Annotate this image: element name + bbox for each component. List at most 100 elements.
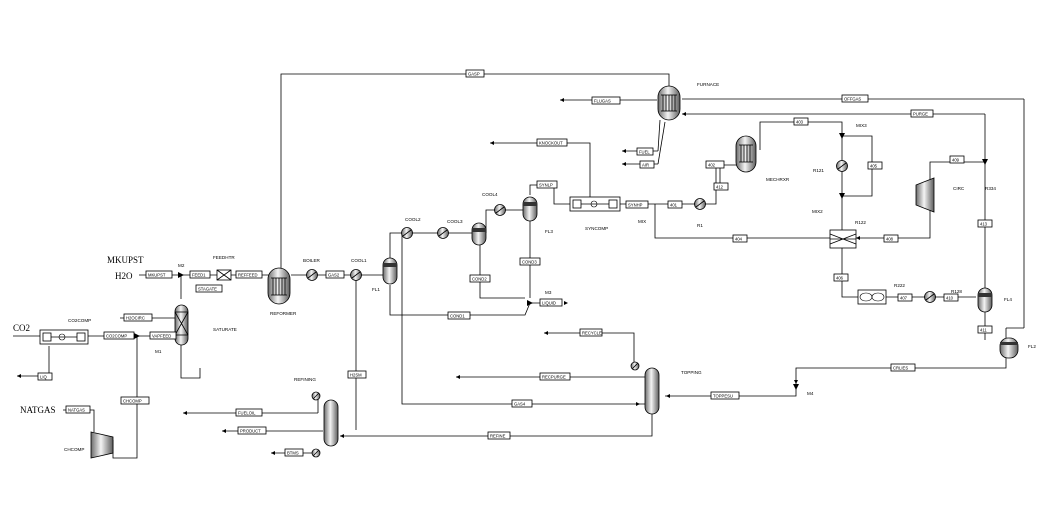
chcomp-label: CHCOMP (64, 447, 84, 452)
cool2-heater[interactable] (401, 227, 413, 239)
stream-product: PRODUCT (240, 429, 261, 434)
r334-label: R334 (985, 186, 996, 191)
stream-410: 410 (946, 296, 954, 301)
cool1-heater[interactable] (350, 269, 362, 281)
mechrxr-unit[interactable] (735, 135, 757, 173)
fl1-label: FL1 (372, 287, 380, 292)
stream-h2ocirc: H2OCIRC (126, 316, 145, 321)
stream-purge: PURGE (913, 112, 928, 117)
stream-412: 412 (716, 185, 724, 190)
r334-splitter[interactable] (982, 159, 988, 165)
r121-heater[interactable] (836, 160, 848, 172)
stream-fueloil: FUELOIL (238, 411, 256, 416)
r122-exchanger[interactable] (829, 229, 857, 249)
stream-btms: BTMS (287, 451, 299, 456)
cool1-label: COOL1 (351, 258, 367, 263)
topping-label: TOPPING (681, 370, 702, 375)
reformer-unit[interactable] (267, 267, 291, 305)
boiler-heater[interactable] (306, 269, 318, 281)
stream-407: 407 (900, 296, 908, 301)
stream-reffeed: REFFEED (238, 273, 258, 278)
cool3-heater[interactable] (437, 227, 449, 239)
furnace-unit[interactable] (657, 85, 681, 121)
stream-crlies: CRLIES (893, 366, 908, 371)
stream-recycle: RECYCLE (582, 331, 602, 336)
co2comp-label: CO2COMP (68, 318, 91, 323)
fl2-flash[interactable] (471, 222, 487, 246)
stream-cond1: COND1 (450, 314, 465, 319)
topping-column[interactable] (644, 367, 660, 415)
stream-cond2: COND2 (472, 277, 487, 282)
mix2-mixer[interactable] (839, 193, 845, 199)
fl3-flash[interactable] (522, 196, 538, 222)
stream-gas4: GAS4 (514, 402, 526, 407)
mix3-label: MIX3 (856, 123, 867, 128)
fl5-flash[interactable] (999, 337, 1019, 359)
stream-405: 405 (870, 164, 878, 169)
stream-flugas: FLUGAS (594, 99, 611, 104)
feedhtr-exchanger[interactable] (216, 269, 232, 281)
topping-condenser (630, 361, 640, 371)
stream-409: 409 (952, 158, 960, 163)
saturate-label: SATURATE (213, 327, 237, 332)
furnace-label: FURNACE (697, 82, 719, 87)
stream-gasp: GASP (468, 72, 480, 77)
r122-label: R122 (855, 220, 866, 225)
r1-heater[interactable] (694, 198, 706, 210)
circ-compressor[interactable] (915, 177, 935, 213)
refining-column[interactable] (323, 399, 339, 447)
m2-mixer[interactable] (178, 272, 184, 278)
fl4-flash[interactable] (977, 287, 993, 313)
mix3-mixer[interactable] (839, 133, 845, 139)
cool2-label: COOL2 (405, 217, 421, 222)
r128-heater[interactable] (924, 291, 936, 303)
r121-label: R121 (813, 168, 824, 173)
stream-refine: REFINE (490, 434, 506, 439)
stream-403: 403 (796, 120, 804, 125)
feed-mkupst-label: MKUPST (107, 255, 144, 265)
stream-mkupst: MKUPST (148, 273, 166, 278)
boiler-label: BOILER (303, 258, 321, 263)
stream-liquid: LIQUID (542, 301, 556, 306)
m1-label: M1 (155, 349, 162, 354)
stream-h2sm: H2SM (350, 373, 362, 378)
stream-recpurge: RECPURGE (542, 375, 566, 380)
r222-exchanger[interactable] (857, 289, 887, 305)
feed-natgas-label: NATGAS (20, 405, 56, 415)
refining-reboiler (311, 448, 321, 458)
feed-co2-label: CO2 (13, 323, 30, 333)
feedhtr-label: FEEDHTR (213, 255, 235, 260)
r128-label: R128 (951, 289, 962, 294)
chcomp-compressor[interactable] (90, 431, 114, 459)
cool4-heater[interactable] (494, 204, 506, 216)
cool4-label: COOL4 (482, 192, 498, 197)
cool3-label: COOL3 (447, 219, 463, 224)
reformer-label: REFORMER (270, 311, 297, 316)
stream-cond3: COND3 (522, 260, 537, 265)
refining-label: REFINING (294, 377, 316, 382)
fl4-label: FL4 (1004, 297, 1012, 302)
refining-condenser (311, 391, 321, 401)
stream-toppesu: TOPPESU (713, 394, 733, 399)
mix2-label: MIX2 (812, 209, 823, 214)
feed-h2o-label: H2O (115, 271, 133, 281)
co2comp-unit[interactable] (39, 329, 89, 345)
stream-co2comp: CO2COMP (106, 334, 127, 339)
fl3-label: FL3 (545, 229, 553, 234)
saturate-column[interactable] (174, 304, 189, 346)
m3-mixer[interactable] (527, 300, 533, 306)
m1-mixer[interactable] (134, 333, 140, 339)
mix-label: MIX (638, 219, 646, 224)
stream-knockout: KNOCKOUT (539, 141, 563, 146)
syncomp-label: SYNCOMP (585, 226, 608, 231)
r222-label: R222 (894, 283, 905, 288)
stream-gas2: GAS2 (328, 273, 340, 278)
stream-offgas: OFFGAS (844, 97, 861, 102)
fl1-flash[interactable] (382, 257, 398, 285)
stream-406: 406 (836, 276, 844, 281)
stream-feed1: FEED1 (192, 273, 206, 278)
m4-mixer[interactable] (793, 384, 799, 390)
syncomp-unit[interactable] (569, 196, 621, 212)
stream-411: 411 (980, 328, 987, 333)
